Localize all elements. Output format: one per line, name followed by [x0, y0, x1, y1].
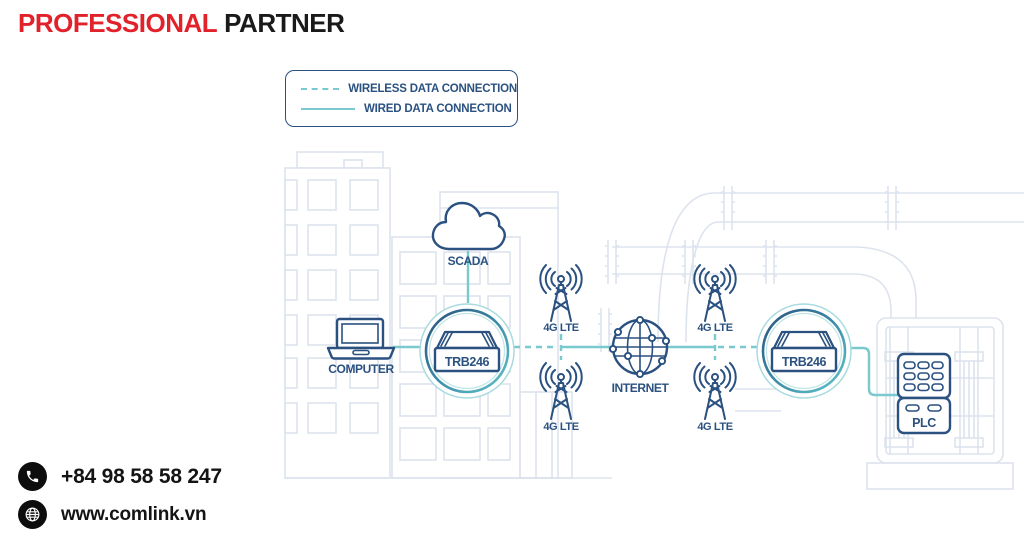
internet-label: INTERNET — [612, 381, 670, 395]
gateway-left-icon — [419, 303, 515, 399]
globe-icon — [18, 500, 47, 529]
plc-label: PLC — [912, 416, 936, 430]
scada-cloud-icon — [431, 201, 506, 251]
left-building — [284, 151, 391, 479]
tower-label-bottom-left: 4G LTE — [543, 421, 578, 433]
phone-icon — [18, 462, 47, 491]
brand-highlight: PROFESSIONAL — [18, 8, 218, 38]
brand-rest: PARTNER — [224, 8, 345, 38]
wired-gateway-plc — [851, 346, 899, 397]
legend-row-wireless: WIRELESS DATA CONNECTION — [301, 83, 517, 95]
cell-tower-icons — [539, 264, 737, 420]
legend-box: WIRELESS DATA CONNECTION WIRED DATA CONN… — [285, 70, 518, 127]
internet-globe-icon — [608, 315, 671, 379]
legend-wireless-label: WIRELESS DATA CONNECTION — [348, 82, 517, 95]
gateway-right-icon — [756, 303, 852, 399]
computer-label: COMPUTER — [328, 362, 394, 376]
scada-label: SCADA — [448, 254, 489, 268]
legend-row-wired: WIRED DATA CONNECTION — [301, 103, 517, 115]
computer-icon — [326, 317, 396, 360]
wireless-line-sample — [301, 87, 340, 90]
gateway-right-label: TRB246 — [782, 355, 827, 369]
wired-line-sample — [301, 107, 355, 110]
plc-icon — [896, 352, 952, 435]
cell-tower-icon — [539, 264, 583, 322]
tower-label-top-left: 4G LTE — [543, 322, 578, 334]
tower-label-top-right: 4G LTE — [697, 322, 732, 334]
cell-tower-icon — [539, 362, 583, 420]
wireless-connection-lines — [514, 334, 757, 360]
wired-connection-lines — [393, 251, 899, 397]
factory-pipes — [597, 185, 1024, 392]
cell-tower-icon — [693, 362, 737, 420]
contact-phone-row: +84 98 58 58 247 — [18, 462, 222, 491]
contact-website-row: www.comlink.vn — [18, 500, 207, 529]
tower-label-bottom-right: 4G LTE — [697, 421, 732, 433]
gateway-left-label: TRB246 — [445, 355, 490, 369]
legend-wired-label: WIRED DATA CONNECTION — [364, 102, 512, 115]
phone-number: +84 98 58 58 247 — [61, 464, 222, 488]
website-url: www.comlink.vn — [61, 503, 207, 525]
